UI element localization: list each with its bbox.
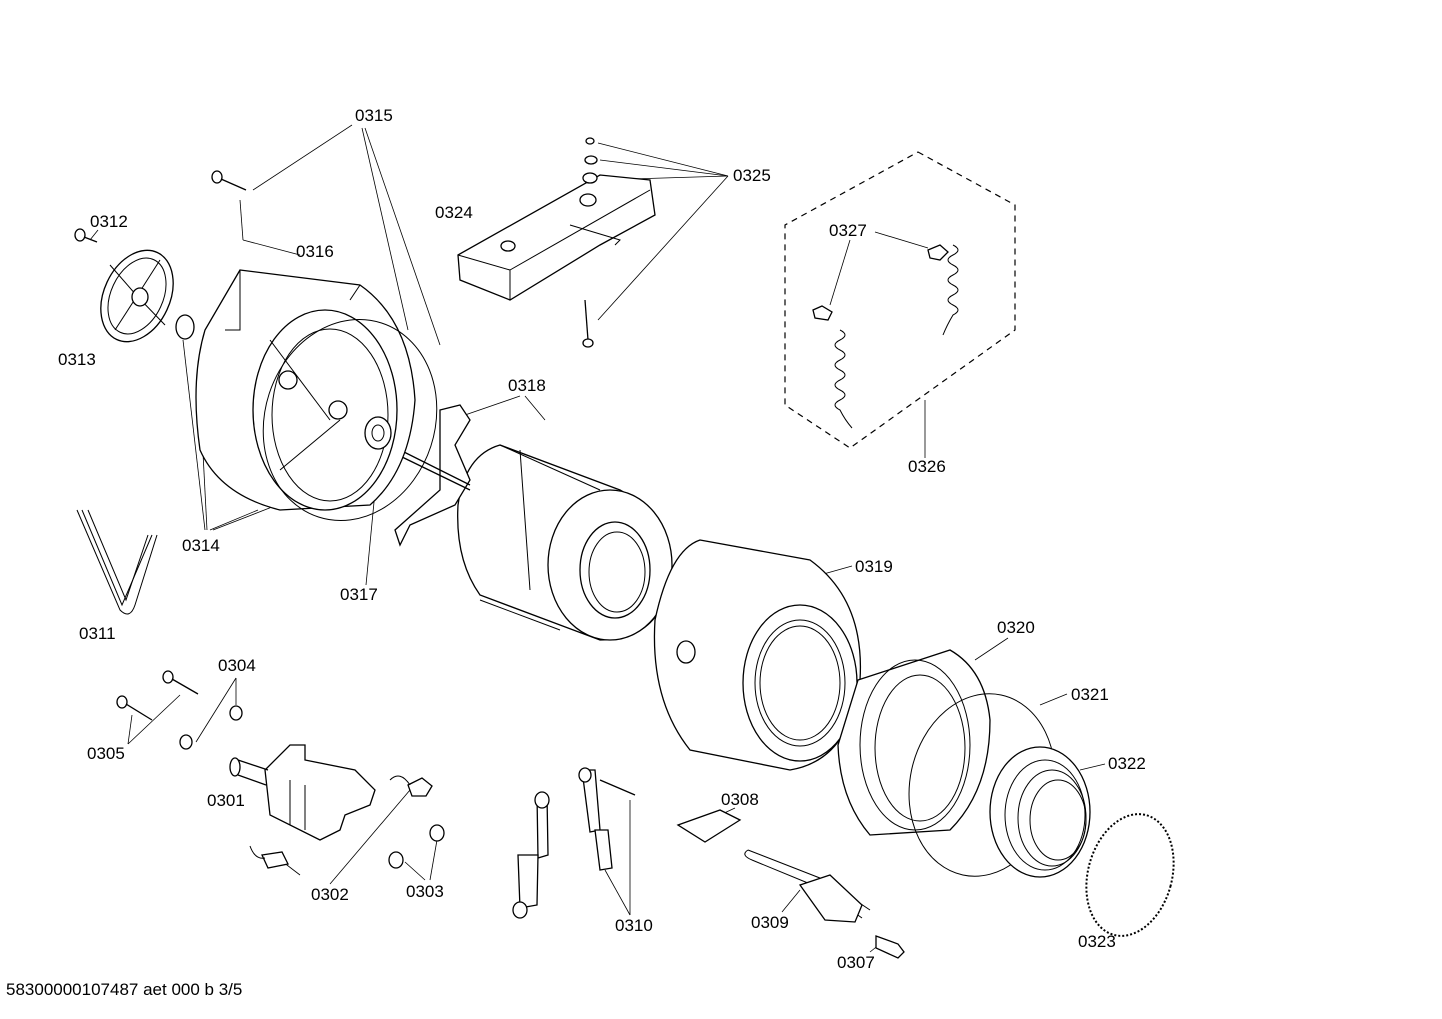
label-0325: 0325 [733,166,771,185]
collar-0320 [837,649,991,836]
label-0303: 0303 [406,882,444,901]
label-0305: 0305 [87,744,125,763]
label-0301: 0301 [207,791,245,810]
label-0310: 0310 [615,916,653,935]
label-0302: 0302 [311,885,349,904]
label-0324: 0324 [435,203,473,222]
clamp-spring-0323 [1085,813,1175,937]
document-id-footer: 58300000107487 aet 000 b 3/5 [6,980,243,999]
leader-lines [89,124,1106,953]
drum-0318 [457,444,673,641]
bearing-0317 [364,416,392,450]
label-0313: 0313 [58,350,96,369]
belt-0311 [76,509,158,615]
pulley-0313 [100,249,174,343]
part-labels: 0315 0325 0324 0312 0327 0316 0313 0318 … [58,106,1146,972]
label-0312: 0312 [90,212,128,231]
fasteners-0325 [582,137,598,348]
spring-kit-0326 [784,151,1016,449]
label-0320: 0320 [997,618,1035,637]
label-0309: 0309 [751,913,789,932]
label-0321: 0321 [1071,685,1109,704]
label-0326: 0326 [908,457,946,476]
shock-absorbers-0310 [512,767,636,919]
seal-ring-0315 [262,318,438,522]
bushings-0303 [388,824,445,869]
label-0322: 0322 [1108,754,1146,773]
bellows-0322 [989,746,1091,878]
label-0318: 0318 [508,376,546,395]
label-0308: 0308 [721,790,759,809]
bracket-0308 [676,809,742,843]
sensor-0307 [875,935,905,959]
label-0323: 0323 [1078,932,1116,951]
label-0327: 0327 [829,221,867,240]
heater-0309 [744,849,871,923]
label-0311: 0311 [79,624,116,643]
label-0304: 0304 [218,656,256,675]
label-0317: 0317 [340,585,378,604]
motor-0301 [229,744,376,841]
label-0315: 0315 [355,106,393,125]
drum-spider [394,404,471,547]
label-0316: 0316 [296,242,334,261]
washer-0314 [175,314,195,340]
front-tub-0319 [653,539,862,771]
connector-0302 [249,775,433,869]
screw-0315 [211,170,247,191]
screw-0312 [74,228,98,243]
rear-tub-0316 [195,269,416,511]
screws-0304-0305 [116,670,243,750]
label-0319: 0319 [855,557,893,576]
label-0307: 0307 [837,953,875,972]
counterweight-0324 [457,174,656,301]
label-0314: 0314 [182,536,220,555]
